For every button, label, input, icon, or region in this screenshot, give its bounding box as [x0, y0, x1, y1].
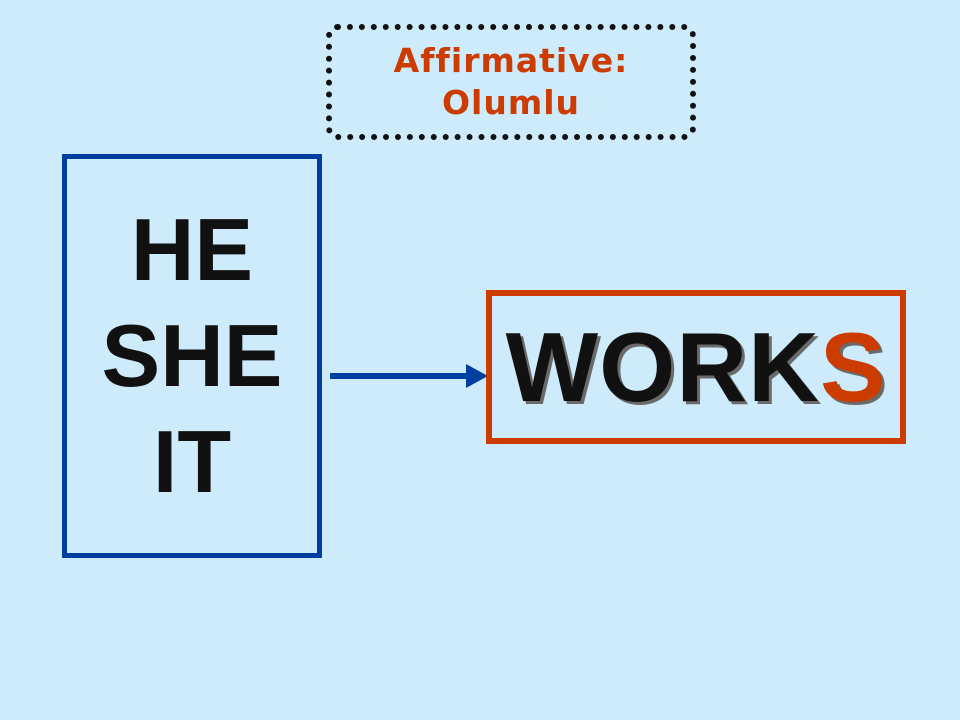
pronoun-she: SHE: [101, 306, 283, 405]
pronoun-box: HE SHE IT: [62, 154, 322, 558]
arrow-head: [466, 364, 488, 388]
verb-stem: WORK: [505, 312, 820, 422]
arrow-right-icon: [330, 364, 488, 388]
pronoun-it: IT: [152, 412, 232, 511]
title-box: Affirmative: Olumlu: [326, 24, 696, 140]
verb-box: WORKS: [486, 290, 906, 444]
verb-suffix-s: S: [819, 312, 887, 422]
pronoun-he: HE: [130, 200, 254, 299]
title-olumlu: Olumlu: [441, 83, 581, 122]
verb-word: WORKS: [506, 312, 887, 422]
title-affirmative: Affirmative:: [393, 41, 629, 80]
